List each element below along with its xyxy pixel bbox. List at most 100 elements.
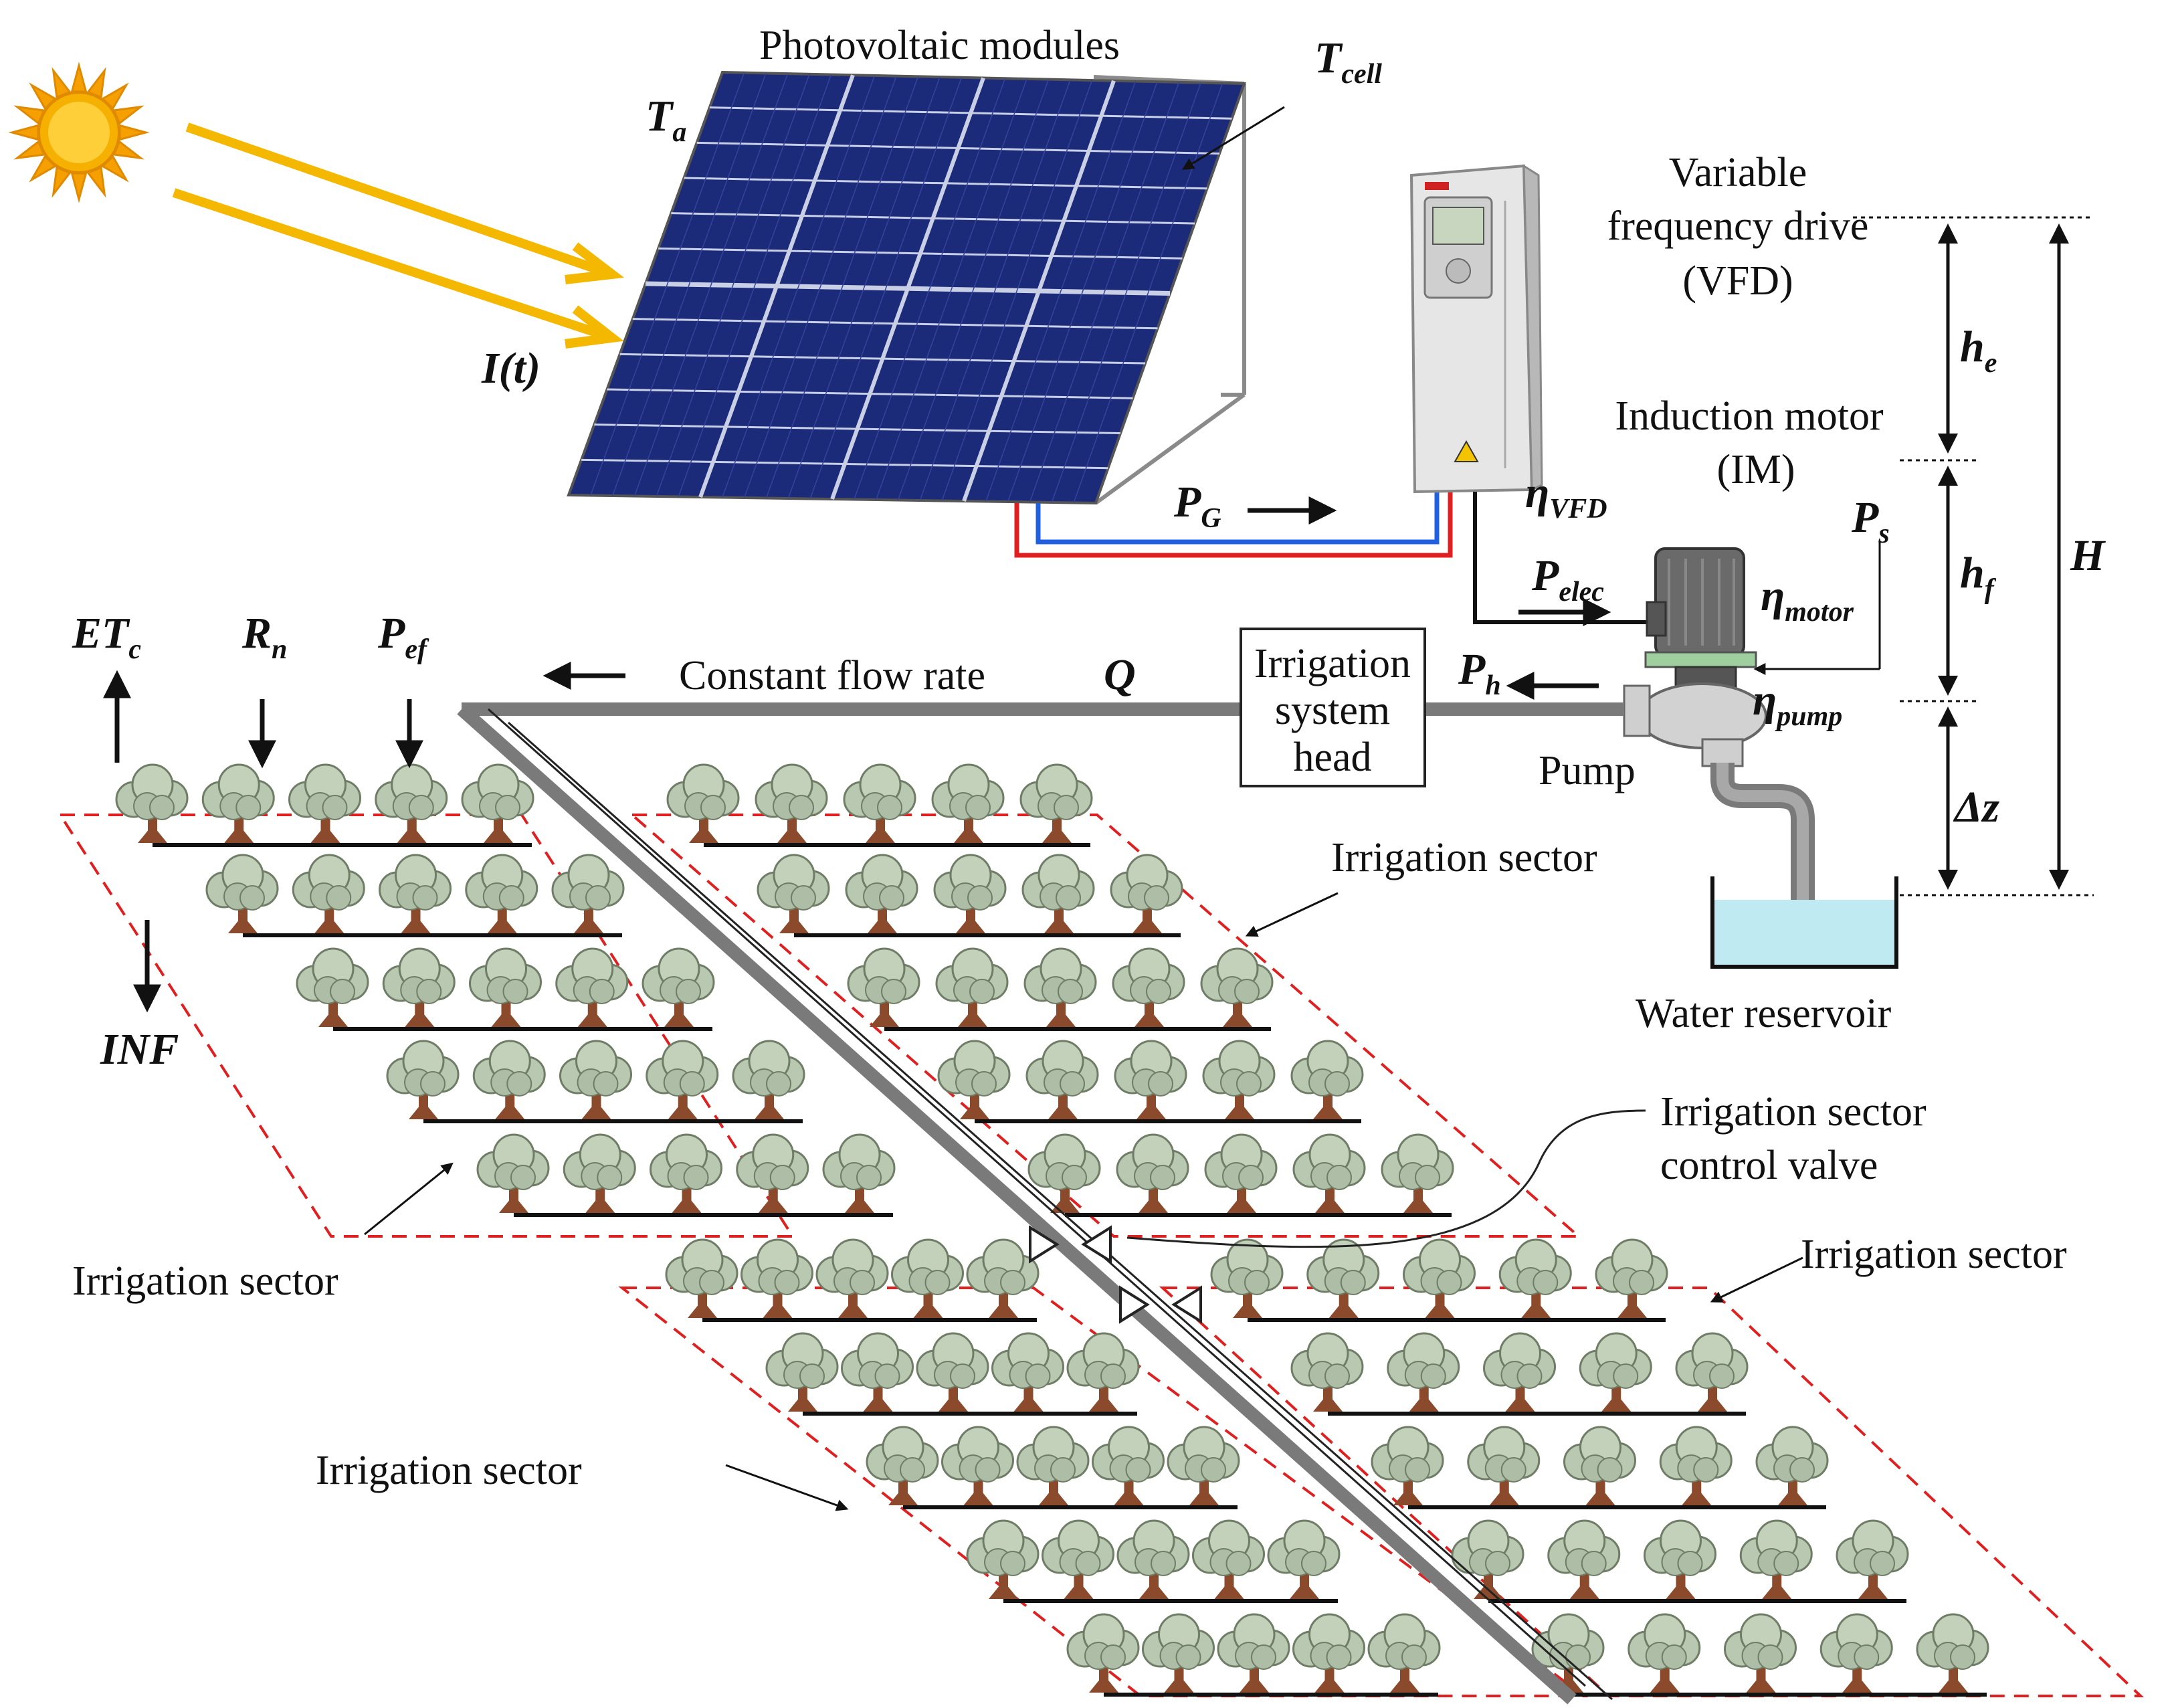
tree-icon — [843, 763, 916, 844]
symbol-dz: Δz — [1953, 783, 1999, 832]
tree-icon — [1202, 1040, 1276, 1121]
symbol-he: he — [1960, 322, 1997, 379]
tree-icon — [559, 1040, 632, 1121]
tree-icon — [1290, 1040, 1364, 1121]
tree-icon — [1066, 1613, 1140, 1694]
symbol-pg: PG — [1173, 478, 1221, 534]
tree-icon — [1025, 1040, 1099, 1121]
tree-icon — [765, 1332, 839, 1413]
tree-icon — [1483, 1332, 1556, 1413]
symbol-it: I(t) — [481, 344, 540, 393]
tree-icon — [1204, 1133, 1278, 1214]
tree-icon — [1292, 1133, 1366, 1214]
pv-grid-line — [678, 74, 832, 497]
tree-icon — [891, 1238, 964, 1319]
sun-ray — [8, 124, 39, 141]
pump-label: Pump — [1539, 748, 1636, 793]
tree-icon — [931, 763, 1005, 844]
symbol-hf: hf — [1960, 549, 1997, 605]
distribution-pipe-sleeve — [488, 708, 1586, 1687]
symbol-ps: Ps — [1851, 493, 1890, 549]
head-label-line1: Irrigation — [1254, 641, 1411, 686]
vfd-label-line2: frequency drive — [1607, 203, 1869, 249]
symbol-eta-vfd: ηVFD — [1525, 468, 1607, 525]
tree-icon — [1498, 1238, 1572, 1319]
tree-icon — [1292, 1613, 1365, 1694]
tree-icon — [1116, 1133, 1189, 1214]
tree-icon — [115, 763, 189, 844]
tree-icon — [1381, 1133, 1454, 1214]
pv-grid-line — [897, 79, 1050, 500]
tree-icon — [1644, 1519, 1716, 1600]
sector-leader-bottom — [725, 1464, 849, 1511]
tree-icon — [1267, 1519, 1341, 1600]
valve-leader-line — [1126, 1109, 1646, 1248]
tree-icon — [1467, 1426, 1541, 1507]
symbol-pelec: Pelec — [1531, 551, 1604, 607]
tree-icon — [382, 947, 456, 1028]
sector-leader-right — [1710, 1256, 1803, 1303]
irrigation-field — [58, 763, 2145, 1697]
sun-icon — [8, 62, 150, 203]
tree-icon — [1819, 1613, 1893, 1694]
sector-leader-top-right — [1245, 892, 1339, 937]
tree-icon — [1023, 947, 1097, 1028]
tree-icon — [1579, 1332, 1652, 1413]
sun-ray — [70, 172, 88, 203]
sunlight-ray-2-head — [565, 305, 624, 349]
pv-grid-line — [941, 80, 1093, 501]
tree-icon — [1595, 1238, 1668, 1319]
symbol-eta-motor: ηmotor — [1761, 571, 1854, 628]
tree-icon — [1628, 1613, 1701, 1694]
tree-icon — [476, 1133, 550, 1214]
tree-icon — [666, 763, 740, 844]
level-guides — [1853, 216, 2094, 896]
tree-icon — [1167, 1426, 1240, 1507]
tree-icon — [1675, 1332, 1749, 1413]
flow-label: Constant flow rate — [679, 653, 985, 698]
tree-icon — [1021, 854, 1095, 935]
dc-wire-negative — [1035, 482, 1440, 545]
tree-icon — [1371, 1426, 1444, 1507]
pv-grid-line — [1007, 81, 1158, 502]
pv-grid-line — [854, 78, 1006, 500]
tree-icon — [1916, 1613, 1989, 1694]
dc-wire-positive — [1014, 482, 1453, 558]
tree-icon — [941, 1426, 1014, 1507]
tree-icon — [1451, 1519, 1524, 1600]
tree-icon — [755, 763, 828, 844]
pv-grid-line — [875, 78, 1027, 500]
tcell-leader — [1181, 106, 1285, 170]
tree-icon — [646, 1040, 719, 1121]
pv-grid-line — [656, 74, 810, 497]
tree-icon — [757, 854, 830, 935]
induction-motor — [1644, 547, 1757, 668]
tree-icon — [1116, 1519, 1190, 1600]
tree-icon — [472, 1040, 546, 1121]
tree-icon — [991, 1332, 1064, 1413]
valve-label-line2: control valve — [1660, 1143, 1878, 1188]
tree-icon — [1563, 1426, 1636, 1507]
tree-icon — [916, 1332, 989, 1413]
pv-grid-line — [633, 73, 789, 496]
irrigation-sector-border — [628, 814, 1583, 1238]
distribution-pipe — [457, 704, 1577, 1705]
sunlight-ray-2 — [172, 188, 604, 339]
tree-icon — [1066, 1332, 1140, 1413]
pv-grid-line — [1051, 82, 1201, 503]
tree-icon — [1547, 1519, 1621, 1600]
pv-modules-label: Photovoltaic modules — [759, 23, 1120, 68]
pv-grid-line — [765, 76, 919, 498]
tree-icon — [732, 1040, 805, 1121]
vfd-label-line3: (VFD) — [1682, 258, 1793, 304]
pv-grid-line — [722, 75, 876, 498]
tree-icon — [1739, 1519, 1813, 1600]
tree-icon — [551, 854, 625, 935]
tree-icon — [288, 763, 361, 844]
tree-icon — [866, 1426, 939, 1507]
tree-icon — [1217, 1613, 1290, 1694]
tree-icon — [1403, 1238, 1476, 1319]
pv-grid-line — [787, 76, 941, 499]
tree-icon — [1192, 1519, 1265, 1600]
